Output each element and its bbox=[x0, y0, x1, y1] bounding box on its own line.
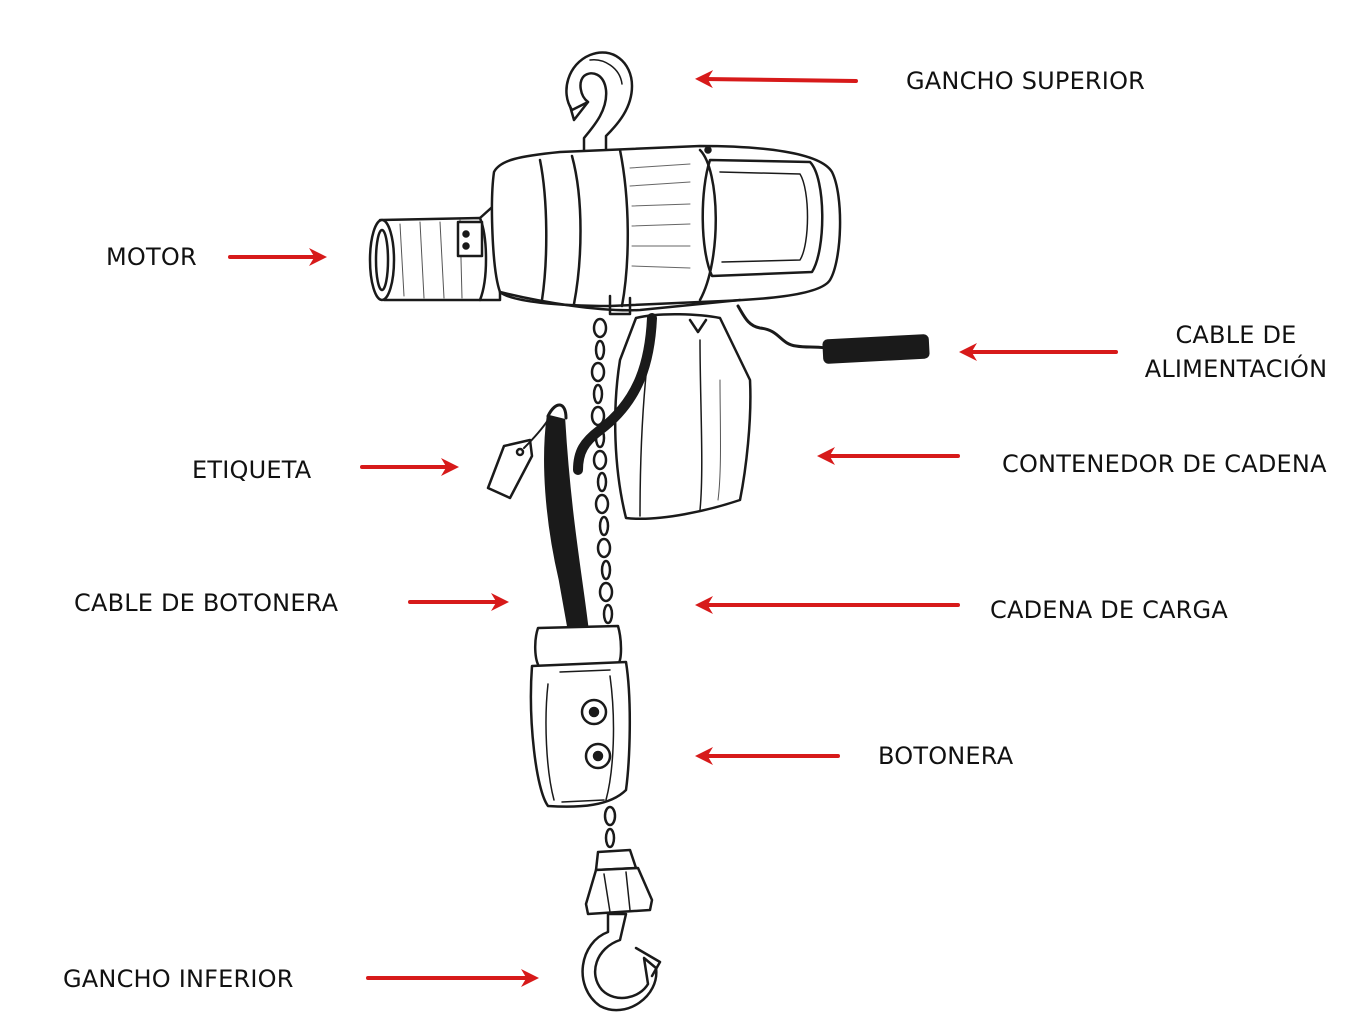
upper-hook bbox=[565, 51, 634, 154]
hoist-illustration bbox=[368, 51, 930, 1012]
arrow-gancho-superior bbox=[695, 70, 858, 89]
label-cable-botonera: CABLE DE BOTONERA bbox=[74, 589, 339, 617]
label-gancho-inferior: GANCHO INFERIOR bbox=[63, 965, 294, 993]
label-cable-alimentacion-line2: ALIMENTACIÓN bbox=[1144, 355, 1328, 383]
tag bbox=[486, 419, 549, 500]
label-cable-alimentacion-line1: CABLE DE bbox=[1175, 321, 1297, 349]
label-cadena-carga: CADENA DE CARGA bbox=[990, 596, 1228, 624]
label-cable-alimentacion: CABLE DE ALIMENTACIÓN bbox=[1136, 318, 1336, 386]
lower-hook bbox=[581, 848, 662, 1012]
label-botonera: BOTONERA bbox=[878, 742, 1014, 770]
motor bbox=[368, 198, 502, 302]
label-etiqueta: ETIQUETA bbox=[192, 456, 312, 484]
label-gancho-superior: GANCHO SUPERIOR bbox=[906, 67, 1146, 95]
arrows bbox=[228, 70, 1118, 987]
power-cable bbox=[736, 304, 930, 364]
hoist-body bbox=[490, 144, 842, 316]
load-chain bbox=[590, 317, 617, 849]
label-contenedor-cadena: CONTENEDOR DE CADENA bbox=[1002, 450, 1327, 478]
label-motor: MOTOR bbox=[106, 243, 197, 271]
pendant-box bbox=[529, 624, 632, 808]
chain-container bbox=[613, 313, 752, 520]
